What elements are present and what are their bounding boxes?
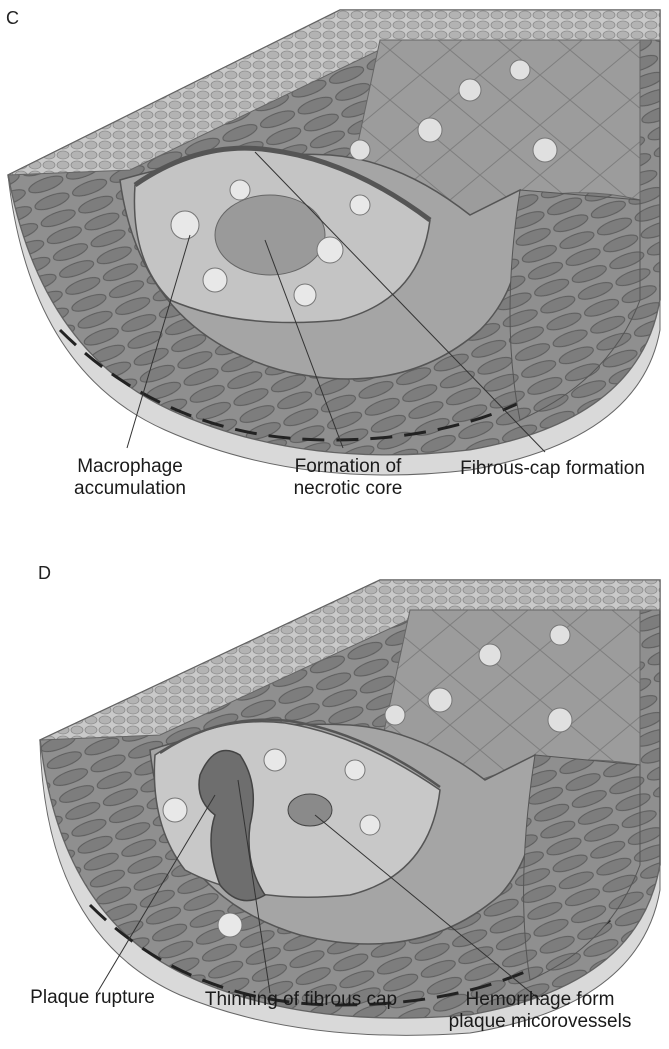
label-thinning-fibrous-cap: Thinning of fibrous cap bbox=[176, 989, 426, 1011]
label-macrophage-accumulation: Macrophage accumulation bbox=[45, 456, 215, 500]
hemorrhage bbox=[288, 794, 332, 826]
label-fibrous-cap-formation: Fibrous-cap formation bbox=[440, 458, 665, 480]
panel-d: D bbox=[0, 525, 669, 1049]
label-necrotic-core: Formation of necrotic core bbox=[263, 456, 433, 500]
label-hemorrhage: Hemorrhage form plaque micorovessels bbox=[425, 989, 655, 1033]
artery-cross-section-d bbox=[0, 525, 669, 1049]
label-plaque-rupture: Plaque rupture bbox=[0, 987, 185, 1009]
artery-cross-section-c bbox=[0, 0, 669, 520]
panel-c: C bbox=[0, 0, 669, 520]
